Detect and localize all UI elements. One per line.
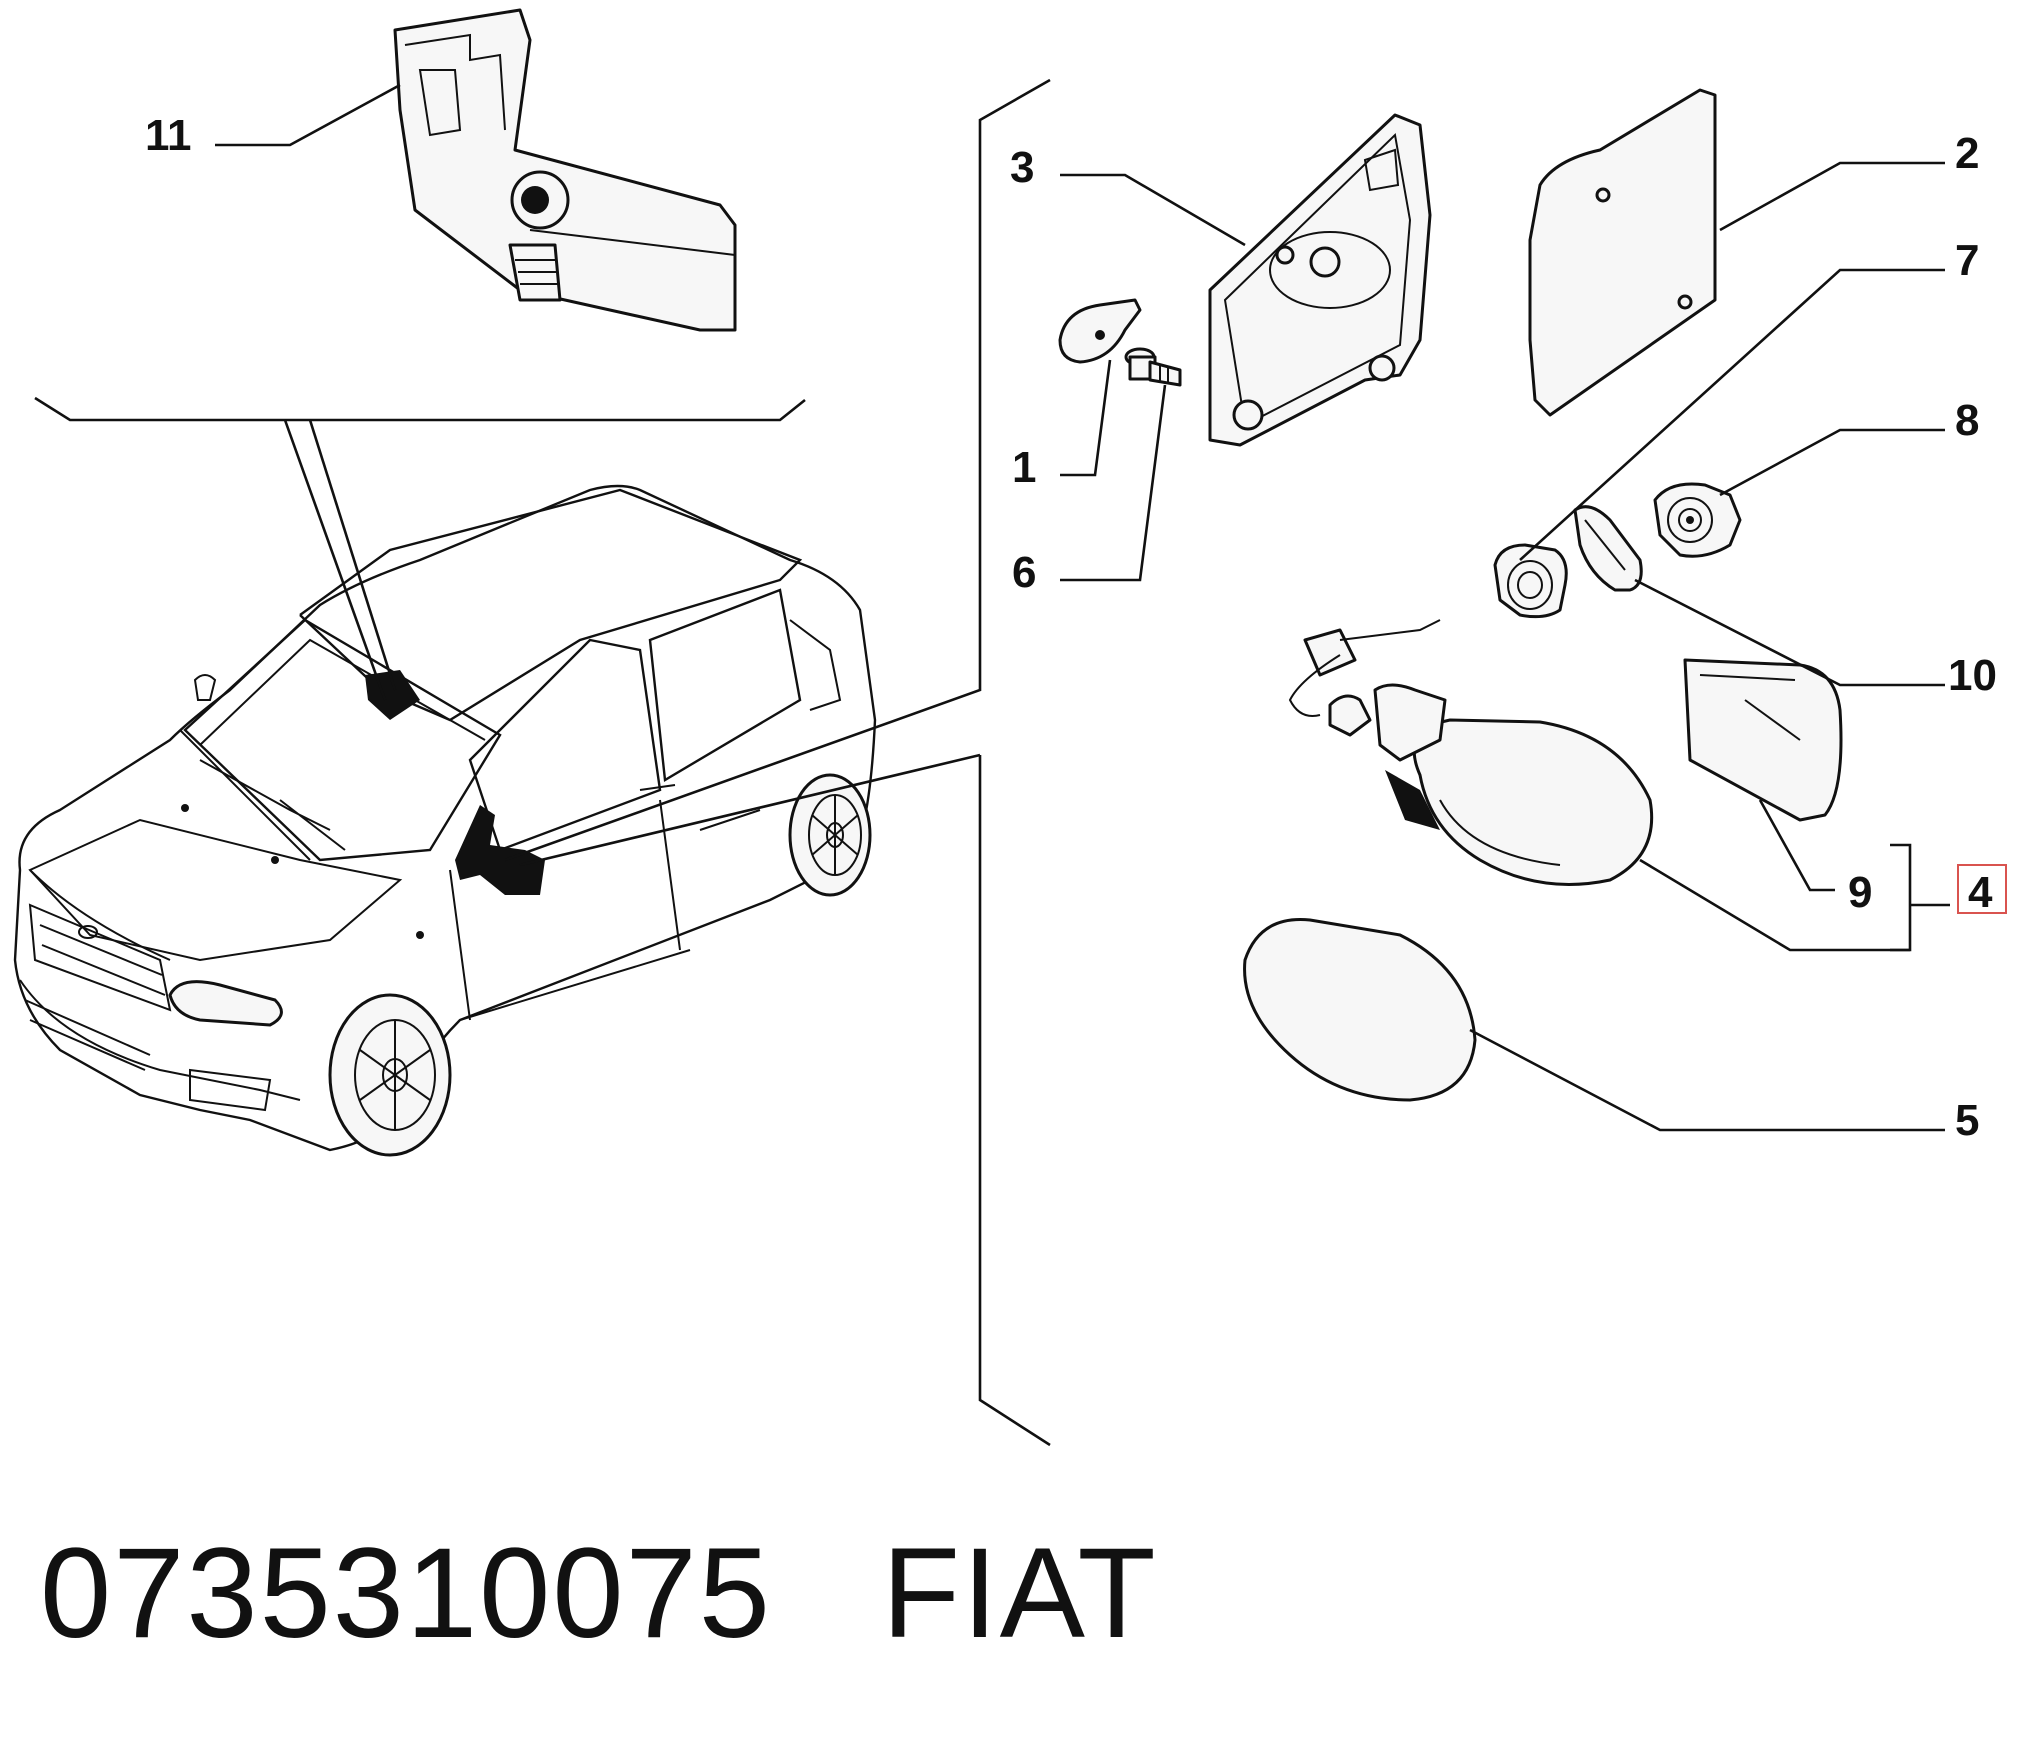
- brand-name: FIAT: [881, 1522, 1158, 1665]
- leader-lines: [34, 78, 1950, 1447]
- callout-2: 2: [1955, 129, 1979, 178]
- car-outline: [13, 484, 877, 1157]
- callout-10: 10: [1948, 651, 1997, 700]
- part-6-screw: [1124, 347, 1182, 387]
- callout-7: 7: [1955, 236, 1979, 285]
- part-7-lamp-socket: [1493, 543, 1568, 619]
- part-number: 0735310075: [40, 1522, 772, 1665]
- callout-4-highlight-box: [1957, 864, 2007, 914]
- callout-8: 8: [1955, 396, 1979, 445]
- callout-4: 4: [1968, 868, 1993, 917]
- callout-5: 5: [1955, 1096, 1979, 1145]
- part-4-mirror-housing-assembly: [1288, 619, 1654, 886]
- callout-11: 11: [145, 111, 192, 160]
- part-11-interior-mirror: [393, 8, 737, 332]
- part-3-mirror-base: [1208, 113, 1432, 447]
- part-9-mirror-glass: [1683, 658, 1843, 822]
- callout-3: 3: [1010, 143, 1034, 192]
- callout-9: 9: [1848, 868, 1872, 917]
- callout-6: 6: [1012, 548, 1036, 597]
- part-10-retaining-ring: [1573, 505, 1643, 592]
- part-caption: 0735310075 FIAT: [40, 1520, 1158, 1667]
- exploded-parts-diagram: 11 3 2 7 8 1 6 10 9 4 5: [13, 8, 2007, 1447]
- part-2-mirror-glass: [1528, 88, 1717, 417]
- part-8-bulb-holder: [1653, 482, 1742, 558]
- part-1-cap: [1058, 298, 1142, 364]
- callout-1: 1: [1012, 443, 1036, 492]
- part-5-mirror-cover: [1243, 918, 1477, 1102]
- callout-labels: 11 3 2 7 8 1 6 10 9 4 5: [145, 111, 2007, 1145]
